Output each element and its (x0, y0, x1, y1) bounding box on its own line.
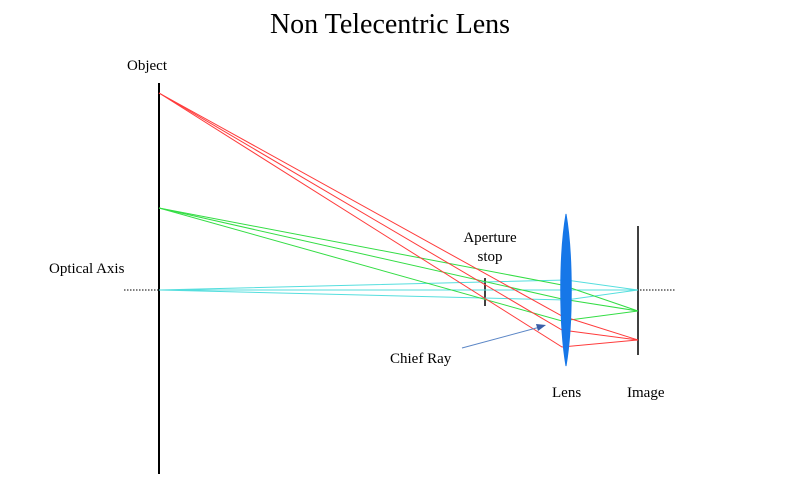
object-label: Object (127, 58, 167, 74)
red-ray-lower (158, 92, 639, 348)
chief-ray-pointer-arrowhead (536, 324, 546, 331)
aperture-stop-label: Aperture stop (463, 230, 517, 265)
image-label: Image (627, 385, 665, 401)
diagram-title: Non Telecentric Lens (269, 9, 511, 40)
chief-ray-label: Chief Ray (390, 351, 452, 367)
lens-shape (560, 213, 572, 367)
lens-label: Lens (552, 385, 582, 401)
chief-ray-pointer-line (461, 326, 541, 349)
optical-axis-label: Optical Axis (49, 261, 125, 277)
